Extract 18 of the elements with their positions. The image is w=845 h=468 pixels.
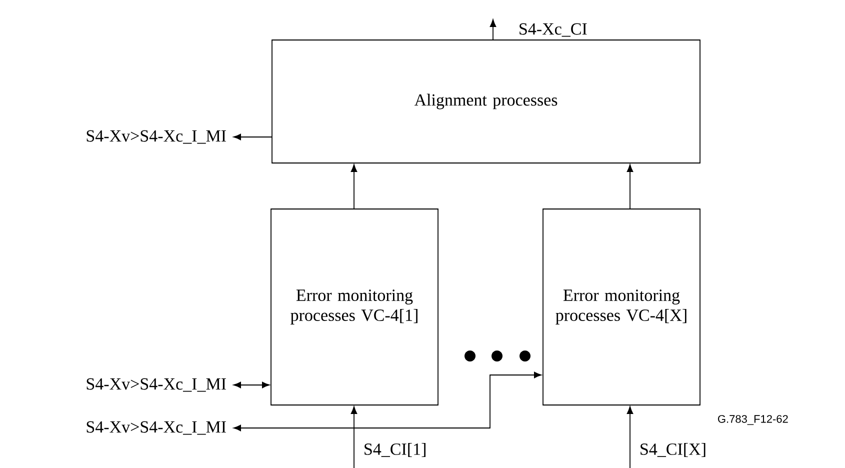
- arrow: [233, 382, 270, 388]
- signal-label: S4-Xc_CI: [520, 23, 587, 37]
- signal-label: S4-Xv>S4-Xc_I_MI: [86, 421, 226, 435]
- figure-code: G.783_F12-62: [718, 415, 788, 425]
- signal-label: S4-Xv>S4-Xc_I_MI: [86, 378, 226, 392]
- process-box: Alignment processes: [272, 40, 700, 164]
- signal-label: S4_CI[X]: [640, 442, 706, 458]
- arrow: [490, 19, 496, 40]
- arrow: [350, 406, 358, 468]
- arrow: [626, 406, 634, 468]
- signal-label: S4-Xv>S4-Xc_I_MI: [86, 130, 226, 144]
- arrow: [233, 372, 542, 432]
- signal-label: S4_CI[1]: [364, 442, 426, 458]
- arrow: [626, 164, 634, 210]
- arrow: [233, 134, 272, 140]
- arrow: [350, 164, 358, 210]
- process-box: Error monitoring processes VC-4[1]: [270, 208, 438, 406]
- process-box: Error monitoring processes VC-4[X]: [542, 208, 700, 406]
